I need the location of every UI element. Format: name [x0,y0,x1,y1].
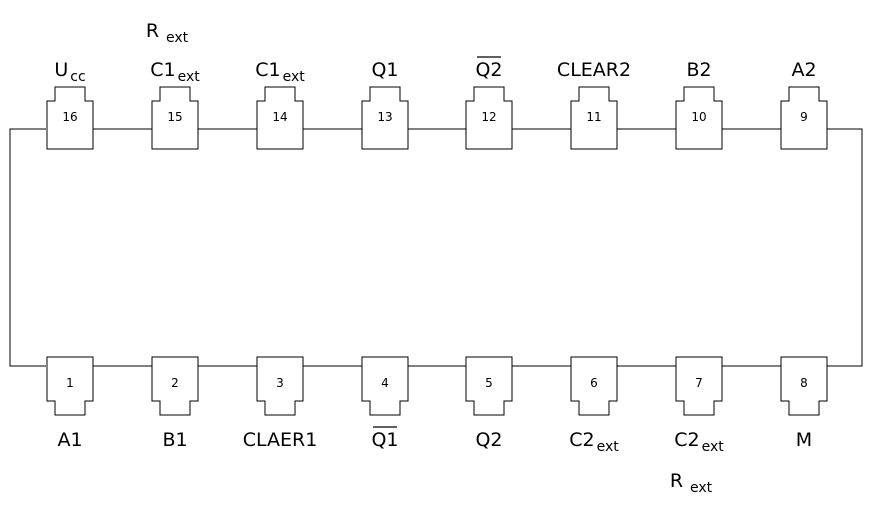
pin-15-extra-label-main: R [146,20,159,42]
pin-4-label: Q1 [371,429,398,451]
pin-2-label-main: B1 [162,429,187,451]
pin-6-number: 6 [590,376,598,390]
pin-7-label-subscript: ext [702,439,725,455]
pin-16-label-subscript: cc [70,69,85,85]
pin-10: 10 B2 [675,59,723,150]
pin-12-number: 12 [481,110,496,124]
pin-14-label-subscript: ext [283,69,306,85]
pin-3-number: 3 [276,376,284,390]
pin-2-label: B1 [162,429,187,451]
pin-6-outline [570,356,618,416]
pin-1-label: A1 [57,429,82,451]
pin-2: 2B1 [151,356,199,451]
pin-15-label-main: C1 [150,59,175,81]
pin-1: 1A1 [46,356,94,451]
pin-10-number: 10 [691,110,706,124]
pin-14-number: 14 [272,110,287,124]
pin-7-outline [675,356,723,416]
pin-5-number: 5 [485,376,493,390]
pin-8-label-main: M [796,429,812,451]
pin-7-extra-label-subscript: ext [690,480,713,496]
pin-10-label: B2 [686,59,711,81]
pin-12-outline [465,86,513,150]
pin-9: 9 A2 [780,59,828,150]
pin-11-label: CLEAR2 [557,59,631,81]
pin-9-number: 9 [800,110,808,124]
ic-body-outline [9,128,46,367]
pin-8: 8M [780,356,828,451]
pin-5-label-main: Q2 [475,429,502,451]
pin-1-number: 1 [66,376,74,390]
pin-4: 4Q1 [361,356,409,451]
pin-13-label: Q1 [371,59,398,81]
pin-2-number: 2 [171,376,179,390]
pin-7-number: 7 [695,376,703,390]
pin-3-outline [256,356,304,416]
pin-1-label-main: A1 [57,429,82,451]
pin-12: 12 Q2 [465,56,513,150]
ic-body-outline-right [825,128,863,367]
pin-15-number: 15 [167,110,182,124]
pin-16-outline [46,86,94,150]
pin-1-outline [46,356,94,416]
pin-3-label-main: CLAER1 [243,429,318,451]
pin-7-extra-label-main: R [670,470,683,492]
pin-5-outline [465,356,513,416]
pin-11-number: 11 [586,110,601,124]
pin-16-label-main: U [54,59,68,81]
pin-4-number: 4 [381,376,389,390]
pin-4-outline [361,356,409,416]
pin-5: 5Q2 [465,356,513,451]
pin-8-label: M [796,429,812,451]
pin-14-outline [256,86,304,150]
pin-9-label: A2 [791,59,816,81]
pin-9-outline [780,86,828,150]
pin-13-outline [361,86,409,150]
pin-4-label-main: Q1 [371,429,398,451]
pin-14-label-main: C1 [255,59,280,81]
pin-13-number: 13 [377,110,392,124]
pin-2-outline [151,356,199,416]
pin-11: 11 CLEAR2 [557,59,631,150]
pin-12-label-main: Q2 [475,59,502,81]
pin-13: 13 Q1 [361,59,409,150]
pin-6-label-main: C2 [569,429,594,451]
pin-13-label-main: Q1 [371,59,398,81]
pin-15-outline [151,86,199,150]
pin-8-number: 8 [800,376,808,390]
pin-3-label: CLAER1 [243,429,318,451]
pin-12-label: Q2 [475,59,502,81]
pin-16-number: 16 [62,110,77,124]
pin-7-label-main: C2 [674,429,699,451]
pin-9-label-main: A2 [791,59,816,81]
pin-11-label-main: CLEAR2 [557,59,631,81]
pin-10-label-main: B2 [686,59,711,81]
pin-5-label: Q2 [475,429,502,451]
pin-6-label-subscript: ext [597,439,620,455]
pin-10-outline [675,86,723,150]
pin-15-label-subscript: ext [178,69,201,85]
pin-8-outline [780,356,828,416]
pin-15-extra-label-subscript: ext [166,30,189,46]
pin-11-outline [570,86,618,150]
